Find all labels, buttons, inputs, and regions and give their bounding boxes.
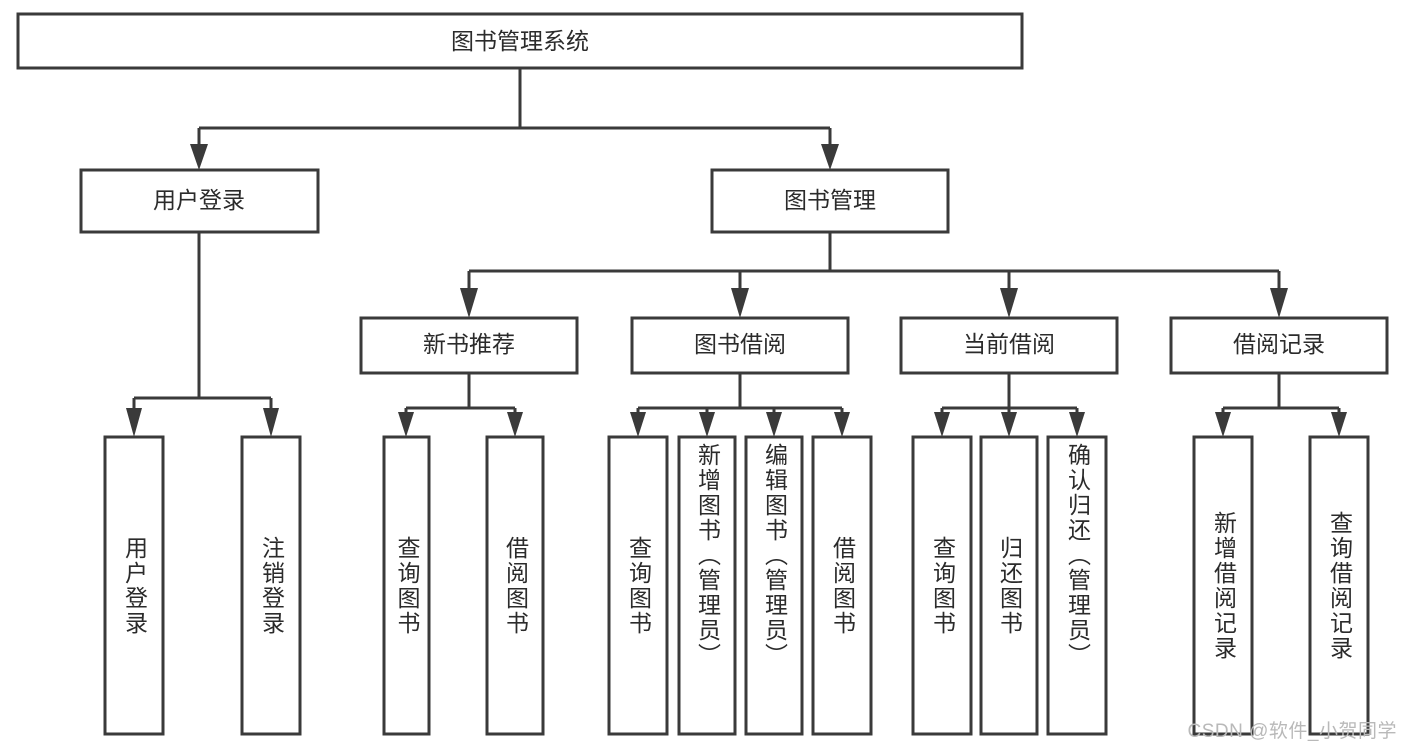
leaf-boxes-borrow-record [1192, 435, 1370, 736]
node-book-management-label: 图书管理 [784, 187, 876, 213]
node-new-book-recommend[interactable]: 新书推荐 [359, 316, 579, 375]
node-current-borrow-box[interactable] [899, 316, 1119, 375]
node-root-label: 图书管理系统 [451, 28, 589, 54]
arrowhead-userlogin-leaf1 [126, 408, 142, 437]
node-new-book-recommend-box[interactable] [359, 316, 579, 375]
leaf-boxes-user-login [103, 435, 302, 736]
arrowhead-bookborrow-leaf4 [834, 412, 850, 437]
leaf-box-current-borrow-3[interactable] [1046, 435, 1108, 736]
edge-group-root [190, 68, 839, 170]
arrowhead-bookborrow-leaf1 [630, 412, 646, 437]
edge-group-currentborrow [934, 373, 1085, 437]
leaf-box-book-borrow-2[interactable] [677, 435, 737, 736]
csdn-watermark: CSDN @软件_小贺同学 [1187, 721, 1397, 742]
arrowhead-userlogin-leaf2 [263, 408, 279, 437]
arrowhead-record [1270, 288, 1288, 318]
leaf-box-new-book-2[interactable] [485, 435, 545, 736]
node-book-management-box[interactable] [710, 168, 950, 234]
edge-group-bookborrow [630, 373, 850, 437]
leaf-box-user-login-1[interactable] [103, 435, 165, 736]
leaf-box-book-borrow-3[interactable] [744, 435, 804, 736]
node-user-login-box[interactable] [79, 168, 320, 234]
leaf-box-user-login-2[interactable] [240, 435, 302, 736]
node-root[interactable]: 图书管理系统 [16, 12, 1024, 70]
arrowhead-borrow [731, 288, 749, 318]
arrowhead-currentborrow-leaf1 [934, 412, 950, 437]
arrowhead-borrowrecord-leaf2 [1331, 412, 1347, 437]
arrowhead-newbook-leaf1 [398, 412, 414, 437]
arrowhead-borrowrecord-leaf1 [1215, 412, 1231, 437]
leaf-boxes-current-borrow [911, 435, 1108, 736]
node-current-borrow[interactable]: 当前借阅 [899, 316, 1119, 375]
arrowhead-newbook-leaf2 [507, 412, 523, 437]
leaf-boxes-book-borrow [607, 435, 873, 736]
arrowhead-bookborrow-leaf3 [766, 412, 782, 437]
node-new-book-recommend-label: 新书推荐 [423, 331, 515, 357]
arrowhead-currentborrow-leaf3 [1069, 412, 1085, 437]
arrowhead-bookborrow-leaf2 [699, 412, 715, 437]
node-book-management[interactable]: 图书管理 [710, 168, 950, 234]
node-book-borrow-label: 图书借阅 [694, 331, 786, 357]
node-borrow-record-box[interactable] [1169, 316, 1389, 375]
edge-group-borrowrecord [1215, 373, 1347, 437]
node-root-box[interactable] [16, 12, 1024, 70]
node-book-borrow-box[interactable] [630, 316, 850, 375]
node-user-login[interactable]: 用户登录 [79, 168, 320, 234]
arrowhead-book-mgmt [821, 144, 839, 170]
leaf-box-current-borrow-2[interactable] [979, 435, 1039, 736]
arrowhead-user-login [190, 144, 208, 170]
edge-group-user-login [126, 232, 279, 437]
arrowhead-current [1000, 288, 1018, 318]
node-user-login-label: 用户登录 [153, 187, 245, 213]
node-borrow-record-label: 借阅记录 [1233, 331, 1325, 357]
leaf-box-borrow-record-2[interactable] [1308, 435, 1370, 736]
arrowhead-newbook [460, 288, 478, 318]
edge-group-newbook [398, 373, 523, 437]
node-book-borrow[interactable]: 图书借阅 [630, 316, 850, 375]
leaf-box-borrow-record-1[interactable] [1192, 435, 1254, 736]
leaf-box-book-borrow-4[interactable] [811, 435, 873, 736]
node-borrow-record[interactable]: 借阅记录 [1169, 316, 1389, 375]
edge-group-book-mgmt [460, 232, 1288, 318]
node-current-borrow-label: 当前借阅 [963, 331, 1055, 357]
arrowhead-currentborrow-leaf2 [1001, 412, 1017, 437]
leaf-box-new-book-1[interactable] [382, 435, 431, 736]
leaf-boxes-new-book [382, 435, 545, 736]
leaf-box-current-borrow-1[interactable] [911, 435, 973, 736]
leaf-box-book-borrow-1[interactable] [607, 435, 669, 736]
